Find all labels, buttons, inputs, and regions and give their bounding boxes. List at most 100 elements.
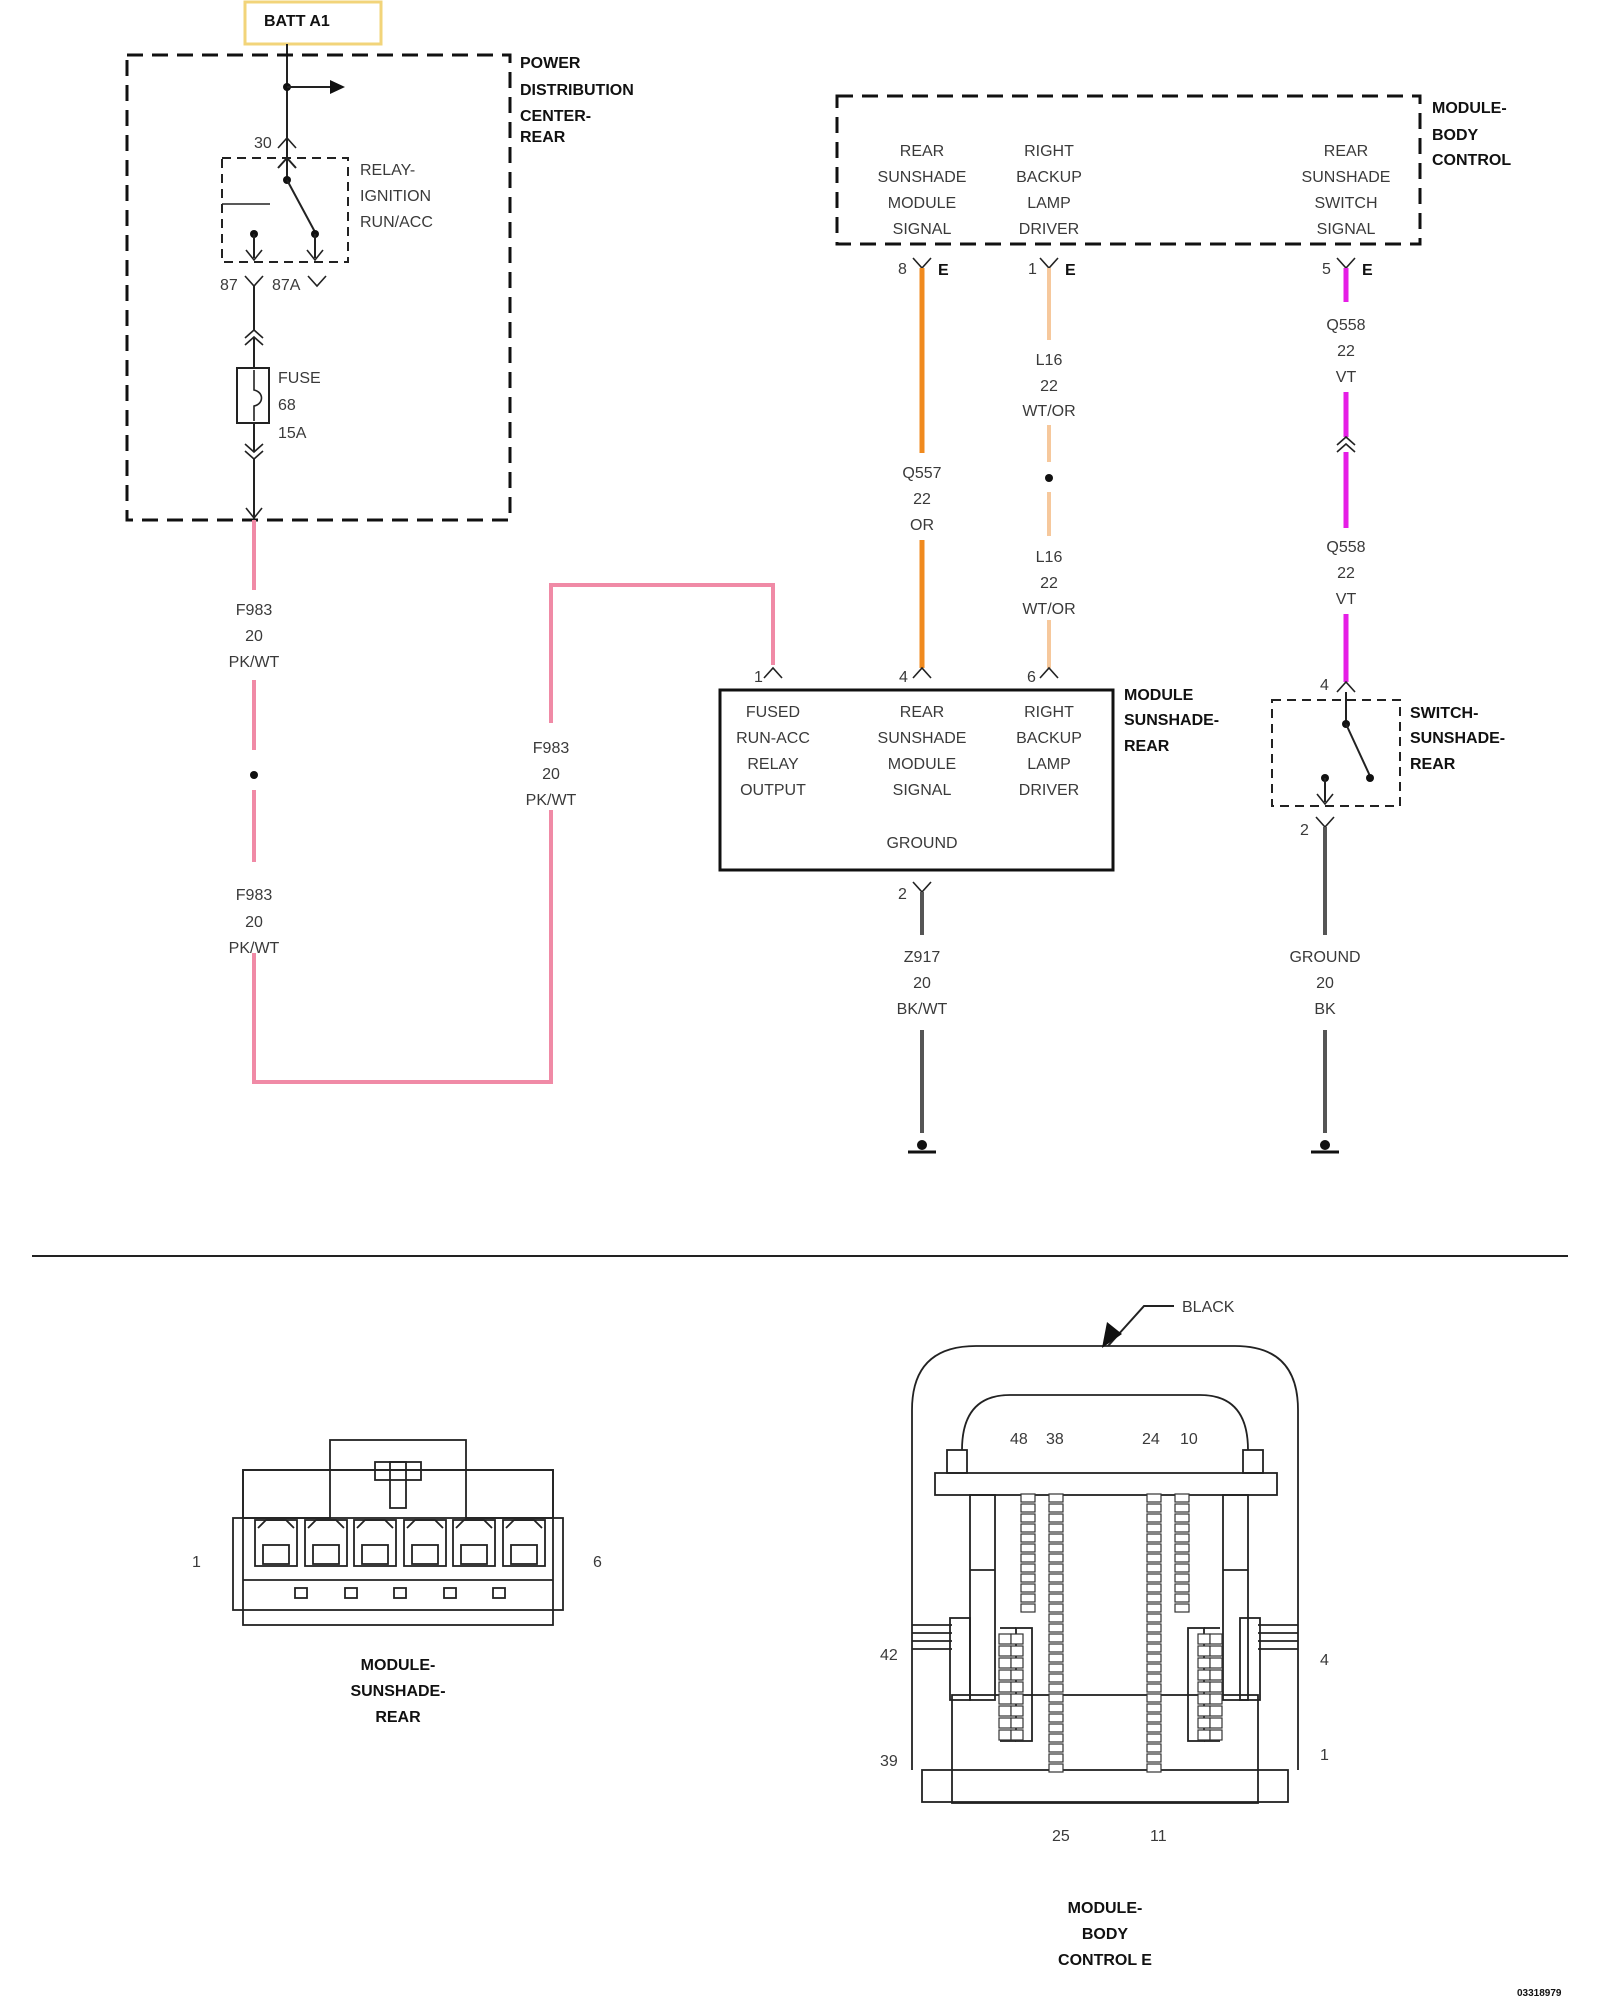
svg-text:SIGNAL: SIGNAL: [893, 782, 952, 799]
svg-text:IGNITION: IGNITION: [360, 188, 431, 205]
pin-cavity: [1209, 1729, 1223, 1741]
svg-text:RIGHT: RIGHT: [1024, 704, 1074, 721]
svg-text:PK/WT: PK/WT: [229, 654, 280, 671]
pin-cavity: [1146, 1733, 1162, 1743]
bcm-pin-48: 48: [1010, 1431, 1028, 1448]
pin-cavity: [1020, 1603, 1036, 1613]
svg-text:REAR: REAR: [520, 129, 566, 146]
pin-cavity: [1197, 1645, 1211, 1657]
bcm-pin-4: 4: [1320, 1652, 1329, 1669]
bcm-pin-25: 25: [1052, 1828, 1070, 1845]
ground-symbol-z917: [908, 1140, 936, 1154]
svg-text:1: 1: [754, 669, 763, 686]
svg-text:Q558: Q558: [1326, 317, 1365, 334]
switch-sunshade-rear: [1271, 699, 1401, 807]
pin-cavity: [998, 1681, 1012, 1693]
svg-text:SUNSHADE: SUNSHADE: [1302, 169, 1391, 186]
pdc-boundary: [125, 53, 512, 522]
module-sunshade-rear-box: [718, 688, 1115, 872]
batt-box: [243, 0, 383, 46]
pin-cavity: [1146, 1643, 1162, 1653]
pin-cavity: [1048, 1613, 1064, 1623]
pin-cavity: [1010, 1633, 1024, 1645]
pin-cavity: [1146, 1603, 1162, 1613]
svg-text:SUNSHADE: SUNSHADE: [878, 730, 967, 747]
pin-cavity: [1146, 1743, 1162, 1753]
pin-cavity: [1146, 1583, 1162, 1593]
pin-cavity: [1146, 1593, 1162, 1603]
msr-pin-1: 1: [754, 666, 783, 686]
pdc-title: POWER DISTRIBUTION CENTER- REAR: [520, 55, 634, 146]
wire-label-q558-b: Q558 22 VT: [1326, 539, 1365, 608]
pin-cavity: [1146, 1563, 1162, 1573]
switch-pin-2: 2: [1300, 816, 1335, 839]
ground-symbol-switch: [1311, 1140, 1339, 1154]
pin-cavity: [1146, 1553, 1162, 1563]
pin-cavity: [1020, 1593, 1036, 1603]
pin-cavity: [1048, 1653, 1064, 1663]
svg-text:DRIVER: DRIVER: [1019, 782, 1079, 799]
pin-cavity: [1174, 1513, 1190, 1523]
svg-text:FUSED: FUSED: [746, 704, 800, 721]
svg-text:5: 5: [1322, 261, 1331, 278]
pin-cavity: [1010, 1717, 1024, 1729]
pin-cavity: [1048, 1673, 1064, 1683]
pin-cavity: [1174, 1583, 1190, 1593]
pin-cavity: [1010, 1705, 1024, 1717]
svg-text:REAR: REAR: [375, 1709, 421, 1726]
msr-pin-label-1: FUSED RUN-ACC RELAY OUTPUT: [736, 704, 810, 799]
svg-text:Q558: Q558: [1326, 539, 1365, 556]
pin-cavity: [1174, 1503, 1190, 1513]
svg-text:22: 22: [913, 491, 931, 508]
pin-cavity: [1048, 1743, 1064, 1753]
pin-cavity: [1174, 1533, 1190, 1543]
pin-cavity: [1174, 1603, 1190, 1613]
svg-text:SWITCH: SWITCH: [1314, 195, 1377, 212]
pdc-pin-30: 30: [254, 135, 272, 152]
svg-text:4: 4: [1320, 677, 1329, 694]
pin-cavity: [1020, 1543, 1036, 1553]
svg-text:E: E: [938, 262, 949, 279]
svg-text:1: 1: [1028, 261, 1037, 278]
pin-cavity: [1020, 1523, 1036, 1533]
svg-text:OR: OR: [910, 517, 934, 534]
pin-cavity: [1174, 1493, 1190, 1503]
msr-ground-label: GROUND: [886, 835, 957, 852]
svg-text:SUNSHADE: SUNSHADE: [878, 169, 967, 186]
fuse-label: FUSE 68 15A: [278, 370, 321, 442]
msr-pin-6: 6: [1027, 666, 1059, 686]
wire-label-f983-a: F983 20 PK/WT: [229, 602, 280, 671]
pin-cavity: [1146, 1713, 1162, 1723]
pin-cavity: [1010, 1657, 1024, 1669]
pin-cavity: [1146, 1683, 1162, 1693]
bcm-title: MODULE- BODY CONTROL: [1432, 100, 1511, 169]
wire-label-l16-a: L16 22 WT/OR: [1022, 352, 1075, 420]
svg-text:SUNSHADE-: SUNSHADE-: [1124, 712, 1219, 729]
wire-f983: [250, 520, 775, 1084]
pin-cavity: [1048, 1513, 1064, 1523]
pin-cavity: [1010, 1669, 1024, 1681]
pin-cavity: [1020, 1563, 1036, 1573]
pin-cavity: [1020, 1553, 1036, 1563]
pin-cavity: [1146, 1763, 1162, 1773]
svg-text:L16: L16: [1036, 352, 1063, 369]
svg-text:BK: BK: [1314, 1001, 1336, 1018]
svg-text:20: 20: [913, 975, 931, 992]
msr-title: MODULE SUNSHADE- REAR: [1124, 687, 1219, 755]
svg-text:WT/OR: WT/OR: [1022, 601, 1075, 618]
svg-text:RELAY: RELAY: [747, 756, 799, 773]
svg-text:PK/WT: PK/WT: [229, 940, 280, 957]
pin-cavity: [1146, 1673, 1162, 1683]
pin-cavity: [1209, 1681, 1223, 1693]
svg-text:E: E: [1065, 262, 1076, 279]
svg-text:68: 68: [278, 397, 296, 414]
svg-text:FUSE: FUSE: [278, 370, 321, 387]
svg-text:BACKUP: BACKUP: [1016, 730, 1082, 747]
pin-cavity: [1048, 1763, 1064, 1773]
svg-text:F983: F983: [236, 602, 273, 619]
bcm-pin-42: 42: [880, 1647, 898, 1664]
svg-text:8: 8: [898, 261, 907, 278]
svg-text:REAR: REAR: [1324, 143, 1368, 160]
pin-cavity: [998, 1669, 1012, 1681]
bcm-pin-label-8: REAR SUNSHADE MODULE SIGNAL: [878, 143, 967, 238]
